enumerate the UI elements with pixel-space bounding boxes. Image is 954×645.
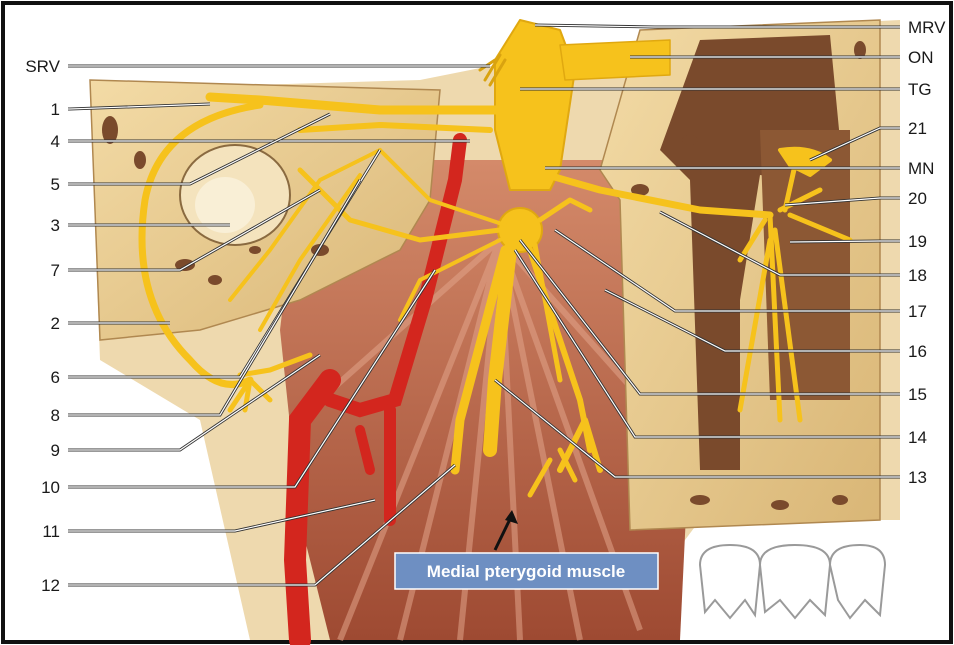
- teeth: [700, 545, 885, 618]
- label-left-12: 12: [41, 576, 60, 595]
- label-right-10: 15: [908, 385, 927, 404]
- left-labels: SRV 1 4 5 3 7 2 6 8 9 10 11 12: [25, 57, 60, 595]
- label-right-8: 17: [908, 302, 927, 321]
- label-right-5: 20: [908, 189, 927, 208]
- optic-nerve: [560, 40, 670, 80]
- label-right-3: 21: [908, 119, 927, 138]
- label-left-9: 9: [51, 441, 60, 460]
- label-left-0: SRV: [25, 57, 60, 76]
- label-right-1: ON: [908, 48, 934, 67]
- label-left-10: 10: [41, 478, 60, 497]
- label-left-5: 7: [51, 261, 60, 280]
- label-left-2: 4: [51, 132, 60, 151]
- label-left-1: 1: [51, 100, 60, 119]
- label-right-12: 13: [908, 468, 927, 487]
- label-left-6: 2: [51, 314, 60, 333]
- label-left-4: 3: [51, 216, 60, 235]
- label-left-11: 11: [42, 522, 60, 541]
- label-right-9: 16: [908, 342, 927, 361]
- label-right-2: TG: [908, 80, 932, 99]
- label-right-4: MN: [908, 159, 934, 178]
- label-left-7: 6: [51, 368, 60, 387]
- label-right-7: 18: [908, 266, 927, 285]
- caption-label: Medial pterygoid muscle: [427, 562, 625, 581]
- label-right-6: 19: [908, 232, 927, 251]
- label-right-0: MRV: [908, 18, 946, 37]
- label-left-8: 8: [51, 406, 60, 425]
- label-left-3: 5: [51, 175, 60, 194]
- label-right-11: 14: [908, 428, 927, 447]
